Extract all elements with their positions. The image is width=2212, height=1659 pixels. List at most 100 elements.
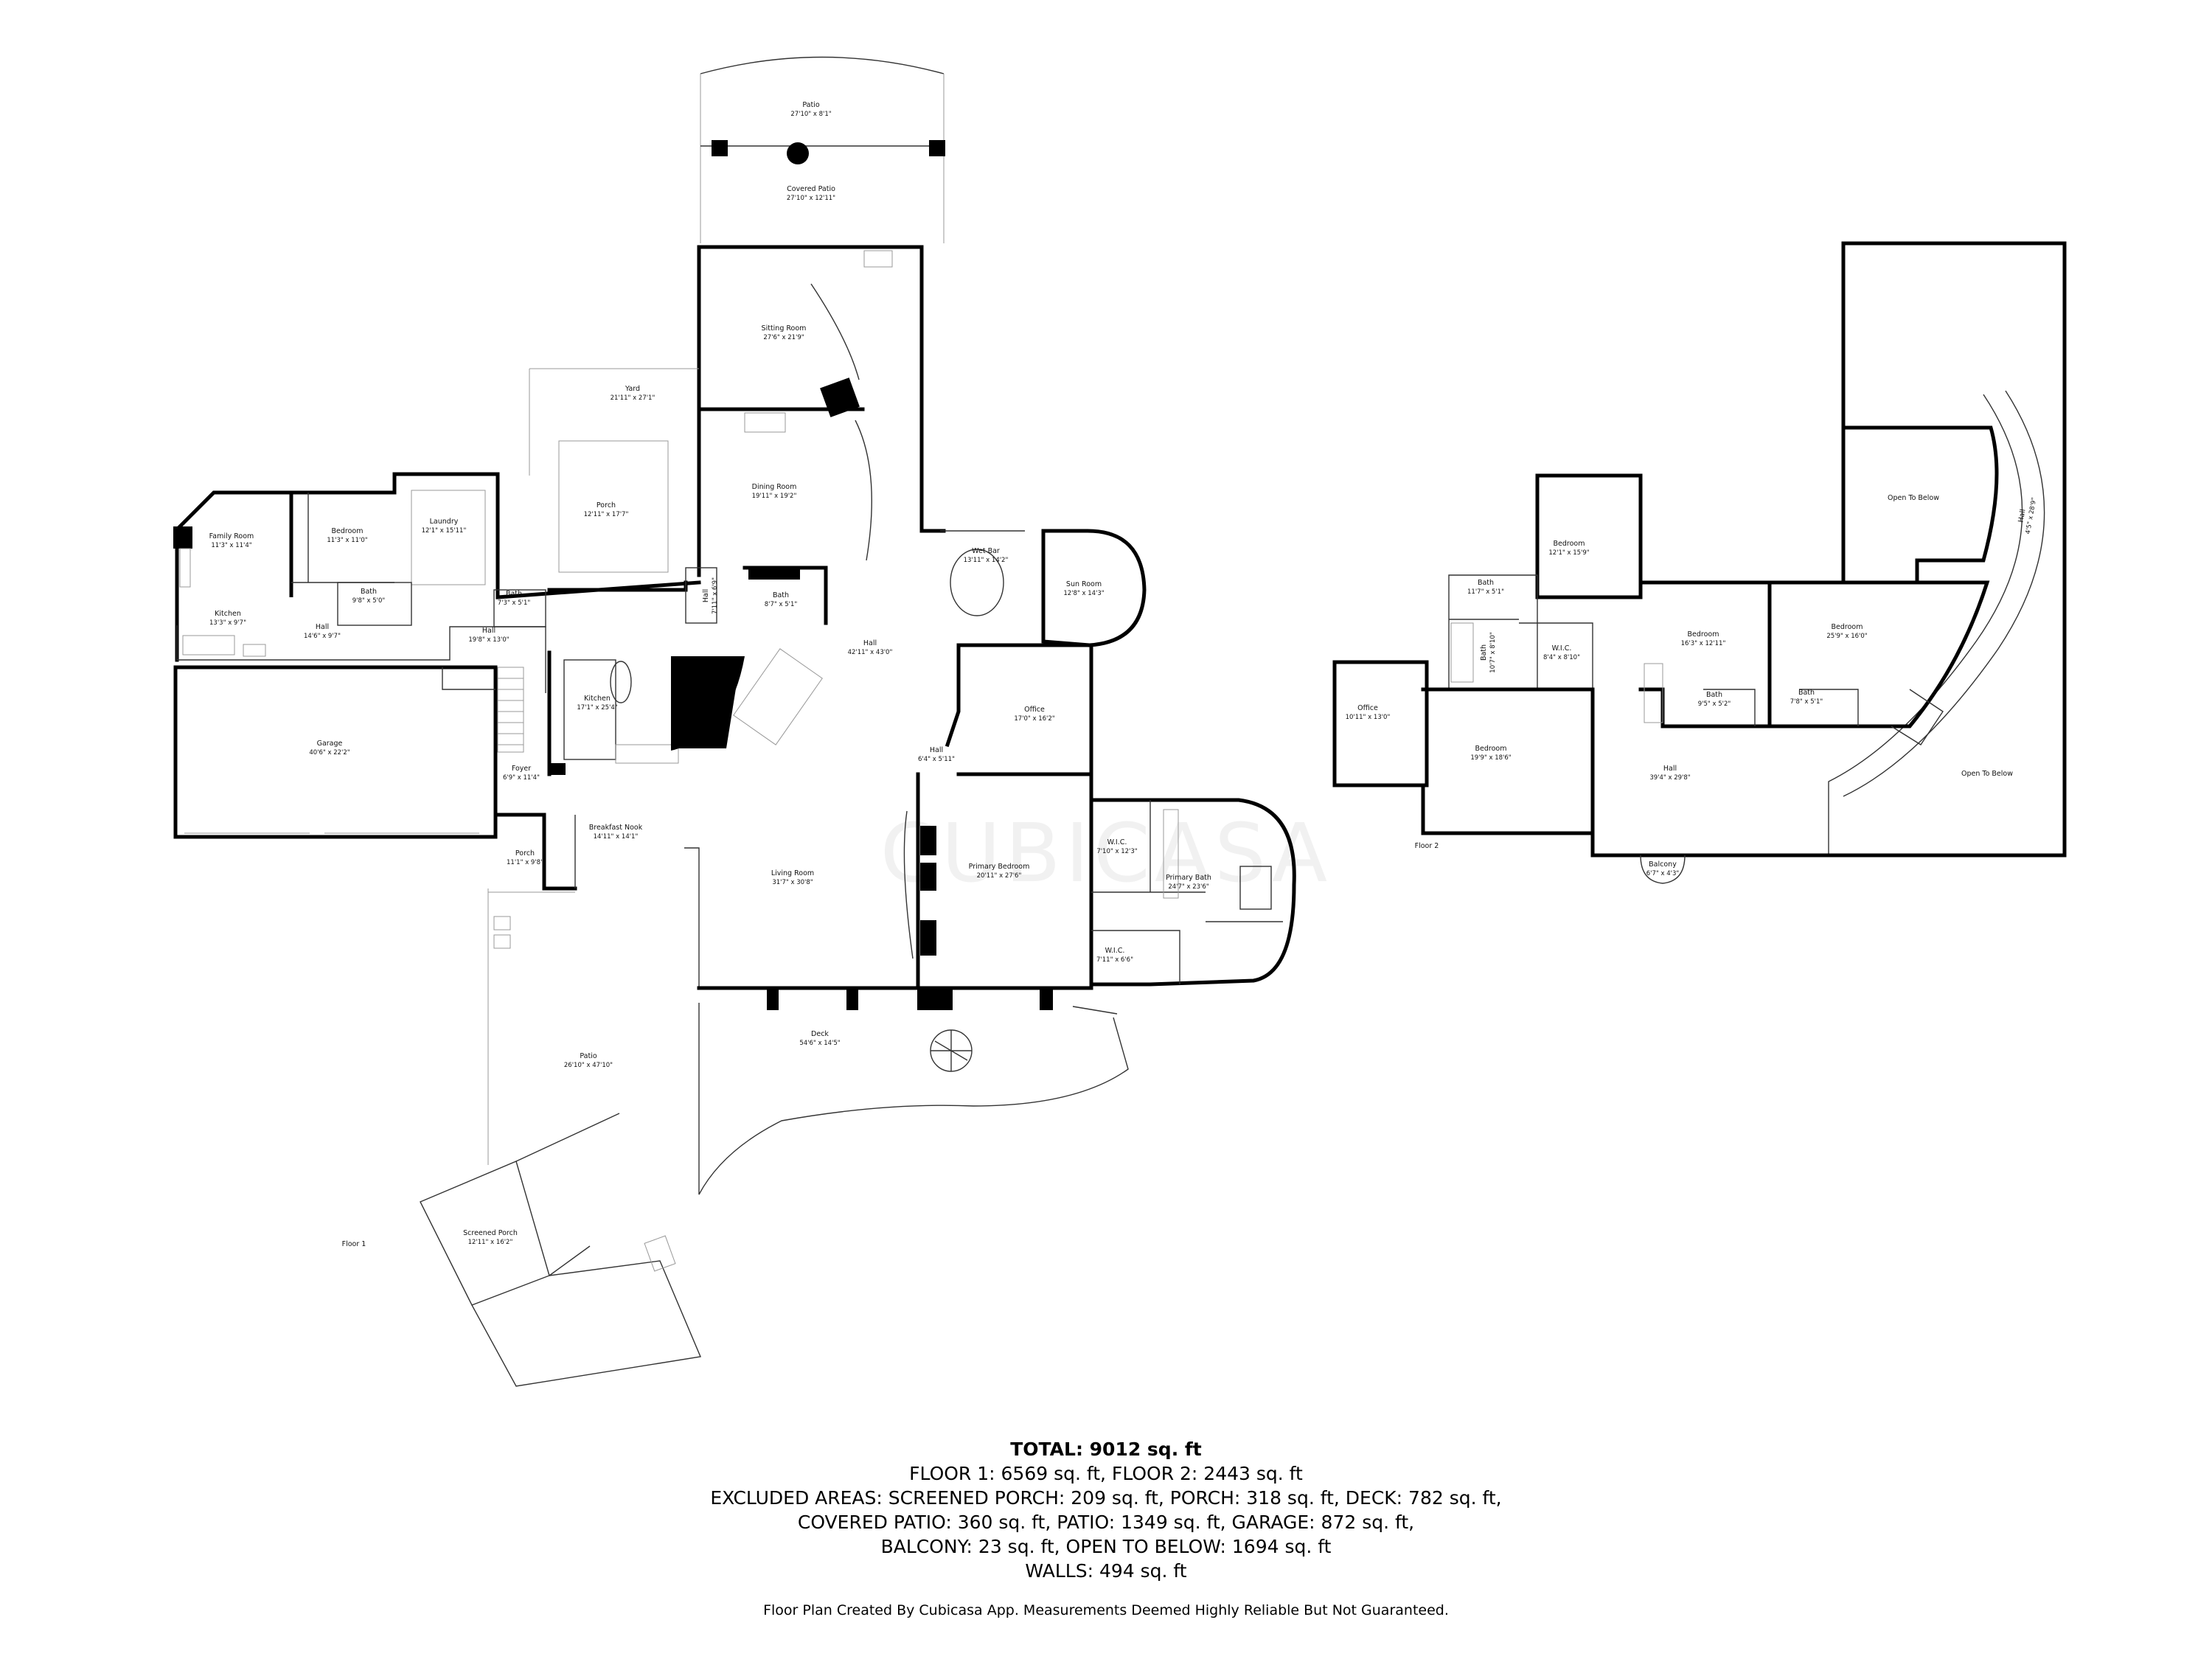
room-dim-covered-patio: 27'10" x 12'11" xyxy=(787,195,835,202)
floor-plan: CUBICASA xyxy=(173,56,2067,1387)
room-dim-hall-c: 7'11" x 6'9" xyxy=(712,577,719,614)
room-dim-bath-b: 7'3" x 5'1" xyxy=(498,599,531,607)
room-name-bedroom-f1: Bedroom xyxy=(332,527,364,535)
room-name-hall-f2: Hall xyxy=(1663,765,1677,773)
area-summary: TOTAL: 9012 sq. ft FLOOR 1: 6569 sq. ft,… xyxy=(0,1438,2212,1618)
room-name-family-room: Family Room xyxy=(209,532,254,540)
room-dim-primary-bath: 24'7" x 23'6" xyxy=(1168,883,1208,891)
room-name-wic-a: W.I.C. xyxy=(1107,838,1127,846)
room-name-wic-b: W.I.C. xyxy=(1105,947,1125,955)
room-name-office-f1: Office xyxy=(1024,706,1045,714)
room-dim-breakfast-nook: 14'11" x 14'1" xyxy=(594,833,639,841)
room-dim-bath-f2c: 9'5" x 5'2" xyxy=(1698,700,1731,708)
summary-line-excluded-2: COVERED PATIO: 360 sq. ft, PATIO: 1349 s… xyxy=(797,1512,1415,1533)
floor-1-labels: Patio 27'10" x 8'1" Covered Patio 27'10"… xyxy=(209,101,1211,1248)
room-dim-bedroom-f1: 11'3" x 11'0" xyxy=(327,537,367,544)
room-name-sitting-room: Sitting Room xyxy=(762,324,807,333)
room-dim-screened-porch: 12'11" x 16'2" xyxy=(468,1239,513,1246)
floor-2-labels: Bedroom 12'1" x 15'9" Bath 11'7" x 5'1" … xyxy=(1346,494,2039,877)
room-dim-bath-c: 8'7" x 5'1" xyxy=(765,601,798,608)
room-name-bath-b: Bath xyxy=(506,590,522,598)
room-name-primary-bath: Primary Bath xyxy=(1166,874,1211,882)
room-dim-bath-f2b: 10'7" x 8'10" xyxy=(1489,632,1497,672)
room-name-bath-a: Bath xyxy=(361,588,377,596)
room-name-balcony: Balcony xyxy=(1649,860,1677,869)
room-name-wet-bar: Wet Bar xyxy=(972,547,1000,555)
summary-line-floors: FLOOR 1: 6569 sq. ft, FLOOR 2: 2443 sq. … xyxy=(909,1463,1303,1484)
room-name-kitchen-main: Kitchen xyxy=(584,695,611,703)
room-name-bedroom-d: Bedroom xyxy=(1832,623,1863,631)
room-name-kitchen-left: Kitchen xyxy=(215,610,241,618)
room-name-breakfast-nook: Breakfast Nook xyxy=(589,824,643,832)
room-name-hall-d: Hall xyxy=(930,746,943,754)
room-name-bath-c: Bath xyxy=(773,591,789,599)
room-dim-yard: 21'11" x 27'1" xyxy=(611,394,655,402)
room-dim-office-f2: 10'11" x 13'0" xyxy=(1346,714,1391,721)
room-name-primary-bedroom: Primary Bedroom xyxy=(969,863,1030,871)
room-name-bedroom-a: Bedroom xyxy=(1554,540,1585,548)
room-dim-family-room: 11'3" x 11'4" xyxy=(211,542,251,549)
summary-line-excluded-3: BALCONY: 23 sq. ft, OPEN TO BELOW: 1694 … xyxy=(880,1536,1332,1557)
room-dim-kitchen-left: 13'3" x 9'7" xyxy=(209,619,246,627)
room-name-bath-f2b: Bath xyxy=(1480,644,1488,661)
room-dim-hall-b: 19'8" x 13'0" xyxy=(468,636,509,644)
room-dim-garage: 40'6" x 22'2" xyxy=(309,749,349,757)
room-dim-primary-bedroom: 20'11" x 27'6" xyxy=(977,872,1022,880)
room-name-hall-b: Hall xyxy=(482,627,495,635)
room-dim-hall-main: 42'11" x 43'0" xyxy=(848,649,893,656)
patio-arc xyxy=(700,56,945,74)
column-marker xyxy=(787,142,809,164)
room-dim-kitchen-main: 17'1" x 25'4" xyxy=(577,704,617,712)
room-dim-porch-upper: 12'11" x 17'7" xyxy=(584,511,629,518)
floor-2-label: Floor 2 xyxy=(1415,842,1439,850)
room-name-laundry: Laundry xyxy=(430,518,459,526)
room-name-open-below-b: Open To Below xyxy=(1961,770,2013,778)
room-name-bedroom-c: Bedroom xyxy=(1688,630,1719,639)
room-name-patio-top: Patio xyxy=(802,101,819,109)
room-dim-wic-b: 7'11" x 6'6" xyxy=(1096,956,1133,964)
floor-2-plan xyxy=(1332,241,2067,884)
room-dim-deck: 54'6" x 14'5" xyxy=(799,1040,840,1047)
watermark: CUBICASA xyxy=(880,806,1332,900)
room-name-living-room: Living Room xyxy=(771,869,814,877)
room-dim-wet-bar: 13'11" x 14'2" xyxy=(964,557,1009,564)
room-dim-hall-a: 14'6" x 9'7" xyxy=(304,633,341,640)
room-dim-wic-a: 7'10" x 12'3" xyxy=(1096,848,1137,855)
summary-line-walls: WALLS: 494 sq. ft xyxy=(1025,1560,1187,1582)
room-name-bath-f2d: Bath xyxy=(1798,689,1815,697)
room-name-hall-a: Hall xyxy=(316,623,329,631)
floor-1-label: Floor 1 xyxy=(342,1240,366,1248)
room-dim-living-room: 31'7" x 30'8" xyxy=(772,879,813,886)
room-dim-hall-f2: 39'4" x 29'8" xyxy=(1649,774,1690,782)
total-area: TOTAL: 9012 sq. ft xyxy=(1010,1439,1202,1460)
room-dim-dining-room: 19'11" x 19'2" xyxy=(752,493,797,500)
room-name-screened-porch: Screened Porch xyxy=(463,1229,518,1237)
credit-note: Floor Plan Created By Cubicasa App. Meas… xyxy=(763,1602,1449,1618)
room-dim-sitting-room: 27'6" x 21'9" xyxy=(763,334,804,341)
room-dim-hall-curve: 4'5" x 28'9" xyxy=(2025,497,2039,535)
floor-1-plan xyxy=(173,56,1296,1387)
room-name-garage: Garage xyxy=(317,740,343,748)
room-name-wic-f2: W.I.C. xyxy=(1552,644,1572,653)
room-name-bath-f2a: Bath xyxy=(1478,579,1494,587)
room-name-porch-upper: Porch xyxy=(597,501,616,509)
room-dim-foyer: 6'9" x 11'4" xyxy=(503,774,540,782)
room-dim-patio-lower: 26'10" x 47'10" xyxy=(564,1062,613,1069)
room-name-open-below-a: Open To Below xyxy=(1888,494,1939,502)
room-name-deck: Deck xyxy=(811,1030,829,1038)
room-name-covered-patio: Covered Patio xyxy=(787,185,835,193)
room-dim-bath-a: 9'8" x 5'0" xyxy=(352,597,386,605)
room-dim-hall-d: 6'4" x 5'11" xyxy=(918,756,955,763)
room-dim-office-f1: 17'0" x 16'2" xyxy=(1014,715,1054,723)
room-name-porch-lower: Porch xyxy=(515,849,535,858)
room-name-hall-curve: Hall xyxy=(2017,509,2028,524)
room-dim-laundry: 12'1" x 15'11" xyxy=(422,527,467,535)
room-dim-patio-top: 27'10" x 8'1" xyxy=(790,111,831,118)
room-dim-porch-lower: 11'1" x 9'8" xyxy=(507,859,543,866)
room-dim-sun-room: 12'8" x 14'3" xyxy=(1063,590,1104,597)
room-name-hall-main: Hall xyxy=(863,639,877,647)
summary-line-excluded-1: EXCLUDED AREAS: SCREENED PORCH: 209 sq. … xyxy=(710,1487,1502,1509)
room-name-bedroom-b: Bedroom xyxy=(1475,745,1507,753)
room-name-foyer: Foyer xyxy=(512,765,531,773)
room-dim-bedroom-b: 19'9" x 18'6" xyxy=(1470,754,1511,762)
